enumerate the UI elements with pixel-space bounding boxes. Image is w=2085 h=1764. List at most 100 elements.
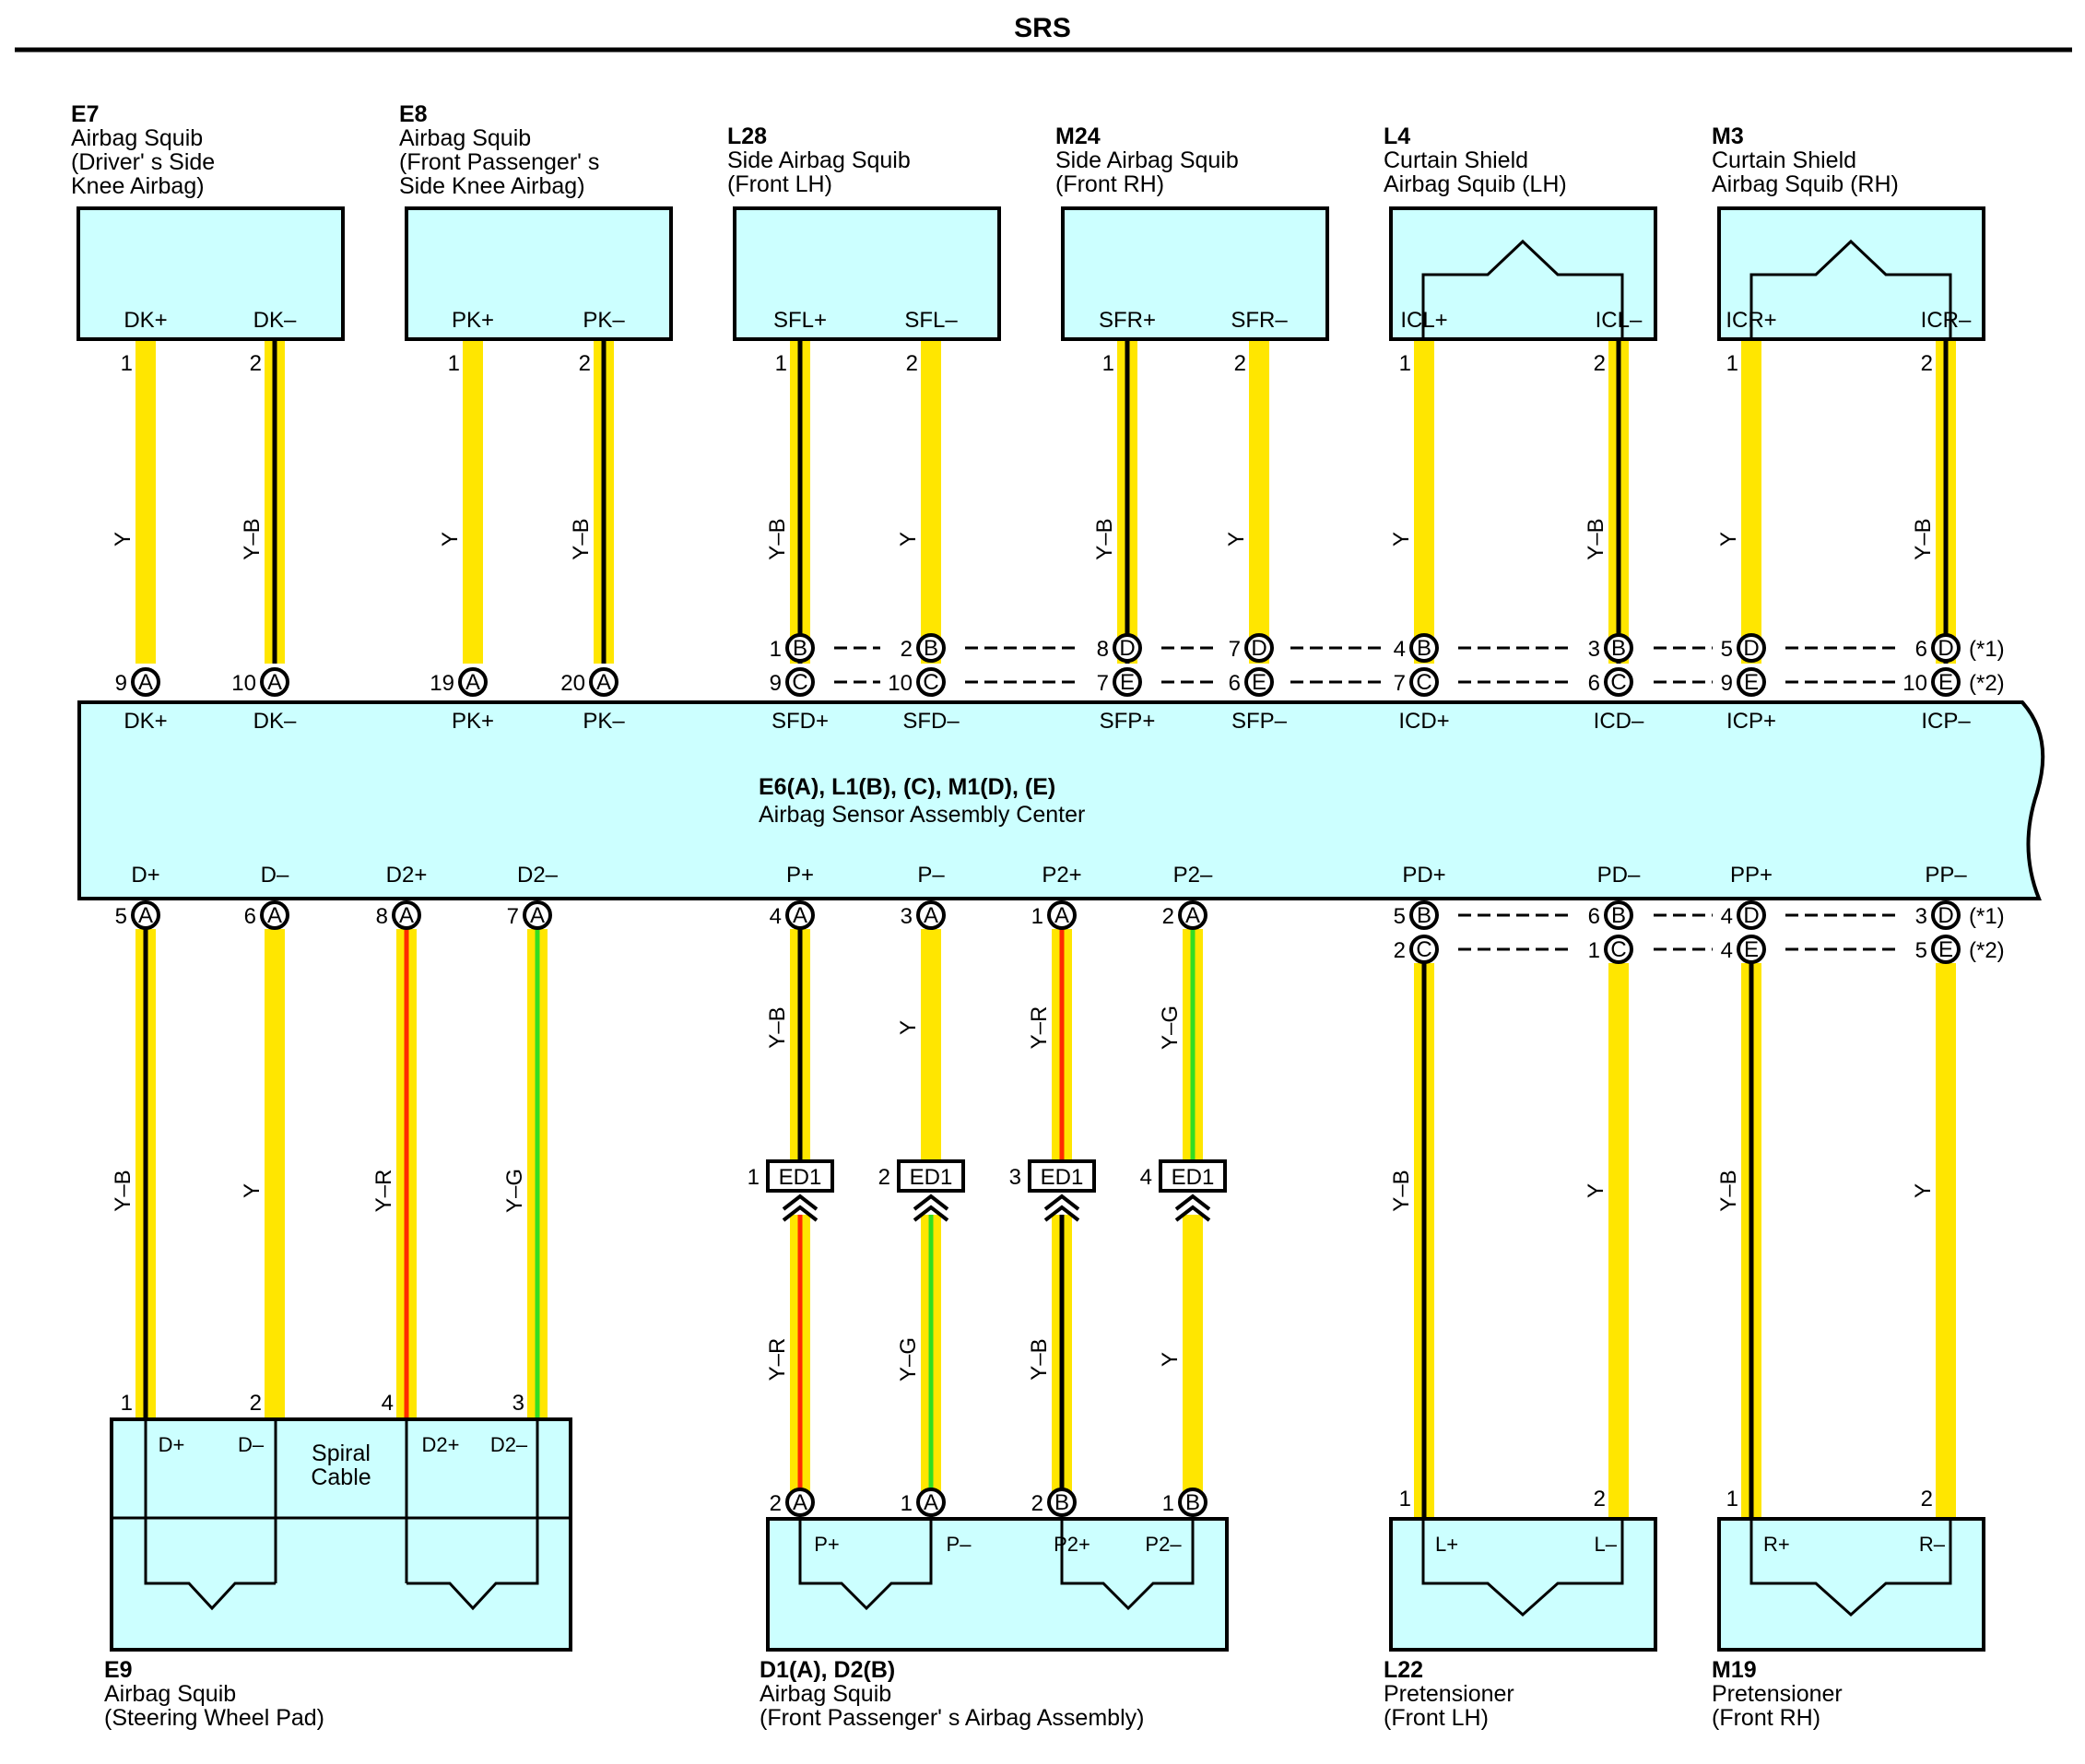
- center-top-conn-bn-7: 6: [1915, 637, 1927, 662]
- e9-pin-2: D2+: [422, 1433, 460, 1456]
- note-1-top: (*1): [1969, 637, 2005, 662]
- l22-wire-label-1: Y: [1584, 1183, 1608, 1198]
- ed1-connector-3: [1159, 1159, 1227, 1193]
- center-bottom-pin-PP–: PP–: [1925, 863, 1967, 888]
- center-bottom-conn-num-1: 6: [244, 904, 256, 929]
- e9-spiral-1: Spiral: [312, 1441, 371, 1466]
- m19-pin-0: R+: [1763, 1533, 1790, 1556]
- component-e7-desc-2: Knee Airbag): [71, 173, 205, 199]
- component-l4-pin-0: ICL+: [1400, 308, 1447, 333]
- component-e8-wire-label-1: Y–B: [569, 518, 594, 559]
- component-e7-wire-label-1: Y–B: [240, 518, 265, 559]
- component-m3-code: M3: [1712, 123, 1744, 149]
- ed1-chevron-a-2: [1043, 1194, 1080, 1211]
- component-l28-pin-num-1: 2: [906, 351, 918, 376]
- component-e7-pin-num-0: 1: [121, 351, 133, 376]
- note-1-bottom: (*1): [1969, 904, 2005, 929]
- center-top-conn-bn-6: 5: [1721, 637, 1733, 662]
- center-top-pin-ICD+: ICD+: [1398, 709, 1449, 734]
- component-e7-pin-1: DK–: [253, 308, 297, 333]
- e9-pin-num-3: 3: [512, 1391, 524, 1416]
- center-bottom-pin-P2–: P2–: [1173, 863, 1213, 888]
- component-m3-pin-num-1: 2: [1921, 351, 1933, 376]
- center-top-conn-cn-5: 6: [1588, 671, 1600, 696]
- center-bottom-conn-num-0: 5: [115, 904, 127, 929]
- center-bottom-conn-1: [260, 900, 289, 930]
- center-desc: Airbag Sensor Assembly Center: [759, 802, 1085, 828]
- d1-squib-left: [798, 1515, 933, 1611]
- center-bottom-conn-num-7: 2: [1162, 904, 1174, 929]
- center-bottom-conn-1-letter: A: [267, 903, 282, 928]
- center-bottom-conn-e-1-letter: C: [1610, 937, 1626, 962]
- center-bottom-conn-e-0: [1409, 935, 1439, 964]
- m19-desc-1: (Front RH): [1712, 1705, 1820, 1731]
- component-e7-desc-0: Airbag Squib: [71, 125, 203, 151]
- ed1-label-3: ED1: [1172, 1165, 1215, 1190]
- component-m3-wire-label-0: Y: [1716, 532, 1741, 547]
- center-bottom-conn-4-letter: A: [793, 903, 807, 928]
- center-top-conn-b-6-letter: D: [1743, 636, 1759, 661]
- center-bottom-conn-5: [916, 900, 946, 930]
- d1-desc-0: Airbag Squib: [760, 1681, 891, 1707]
- component-m24-desc-0: Side Airbag Squib: [1055, 147, 1239, 173]
- ed1-chevron-b-1: [913, 1205, 949, 1222]
- d1-conn-2: [1047, 1488, 1077, 1517]
- ed1-chevron-b-0: [782, 1205, 819, 1222]
- d1-conn-num-1: 1: [901, 1491, 913, 1516]
- center-bottom-conn-e-3: [1931, 935, 1961, 964]
- d1-conn-1-letter: A: [924, 1490, 938, 1515]
- m19-pin-num-1: 2: [1921, 1487, 1933, 1511]
- ed1-pin-2: 3: [1009, 1165, 1021, 1190]
- center-bottom-conn-num-4: 4: [770, 904, 782, 929]
- d1-wire-upper-label-0: Y–B: [765, 1006, 790, 1048]
- e9-spiral-2: Cable: [311, 1464, 371, 1490]
- center-top-conn-c-3-letter: E: [1252, 670, 1266, 695]
- center-bottom-conn-d-2-letter: D: [1743, 903, 1759, 928]
- component-e7-pin-num-1: 2: [250, 351, 262, 376]
- ed1-connector-1: [897, 1159, 965, 1193]
- center-top-conn-b-6: [1737, 633, 1766, 663]
- component-m3-pin-num-0: 1: [1726, 351, 1738, 376]
- component-e8-box: [405, 206, 673, 341]
- center-top-pin-ICP+: ICP+: [1726, 709, 1776, 734]
- component-e7-box: [77, 206, 345, 341]
- center-bottom-conn-en-1: 1: [1588, 938, 1600, 963]
- center-top-pin-SFD+: SFD+: [772, 709, 829, 734]
- component-m24-wire-label-1: Y: [1224, 532, 1249, 547]
- center-top-conn-bn-4: 4: [1394, 637, 1406, 662]
- m19-desc-0: Pretensioner: [1712, 1681, 1843, 1707]
- e9-pin-num-2: 4: [382, 1391, 394, 1416]
- center-top-conn-2: [458, 667, 488, 697]
- d1-pin-0: P+: [814, 1533, 840, 1556]
- center-bottom-conn-d-1-letter: B: [1611, 903, 1626, 928]
- center-top-conn-c-2-letter: E: [1120, 670, 1135, 695]
- e9-wire-label-0: Y–B: [111, 1170, 135, 1211]
- center-bottom-conn-dn-3: 3: [1915, 904, 1927, 929]
- center-top-conn-cn-3: 6: [1229, 671, 1241, 696]
- e9-desc-1: (Steering Wheel Pad): [104, 1705, 324, 1731]
- component-l4-code: L4: [1384, 123, 1410, 149]
- center-top-conn-b-0-letter: B: [793, 636, 807, 661]
- center-top-conn-c-0-letter: C: [792, 670, 807, 695]
- component-m3-desc-0: Curtain Shield: [1712, 147, 1856, 173]
- component-l28-box: [733, 206, 1001, 341]
- center-top-conn-b-1: [916, 633, 946, 663]
- center-bottom-conn-7: [1178, 900, 1207, 930]
- center-bottom-pin-D2–: D2–: [517, 863, 559, 888]
- center-bottom-conn-3: [523, 900, 552, 930]
- l22-squib: [1421, 1519, 1624, 1617]
- center-box: [77, 700, 2045, 900]
- d1-pin-2: P2+: [1054, 1533, 1090, 1556]
- d1-conn-3-letter: B: [1185, 1490, 1200, 1515]
- center-top-conn-0-letter: A: [138, 670, 153, 695]
- e9-pin-num-0: 1: [121, 1391, 133, 1416]
- center-bottom-conn-5-letter: A: [924, 903, 938, 928]
- note-2-bottom: (*2): [1969, 938, 2005, 963]
- center-bottom-conn-d-3-letter: D: [1938, 903, 1953, 928]
- center-top-pin-ICP–: ICP–: [1921, 709, 1971, 734]
- center-top-conn-1: [260, 667, 289, 697]
- center-bottom-conn-num-2: 8: [376, 904, 388, 929]
- component-l28-pin-num-0: 1: [775, 351, 787, 376]
- m19-wire-label-0: Y–B: [1716, 1170, 1741, 1211]
